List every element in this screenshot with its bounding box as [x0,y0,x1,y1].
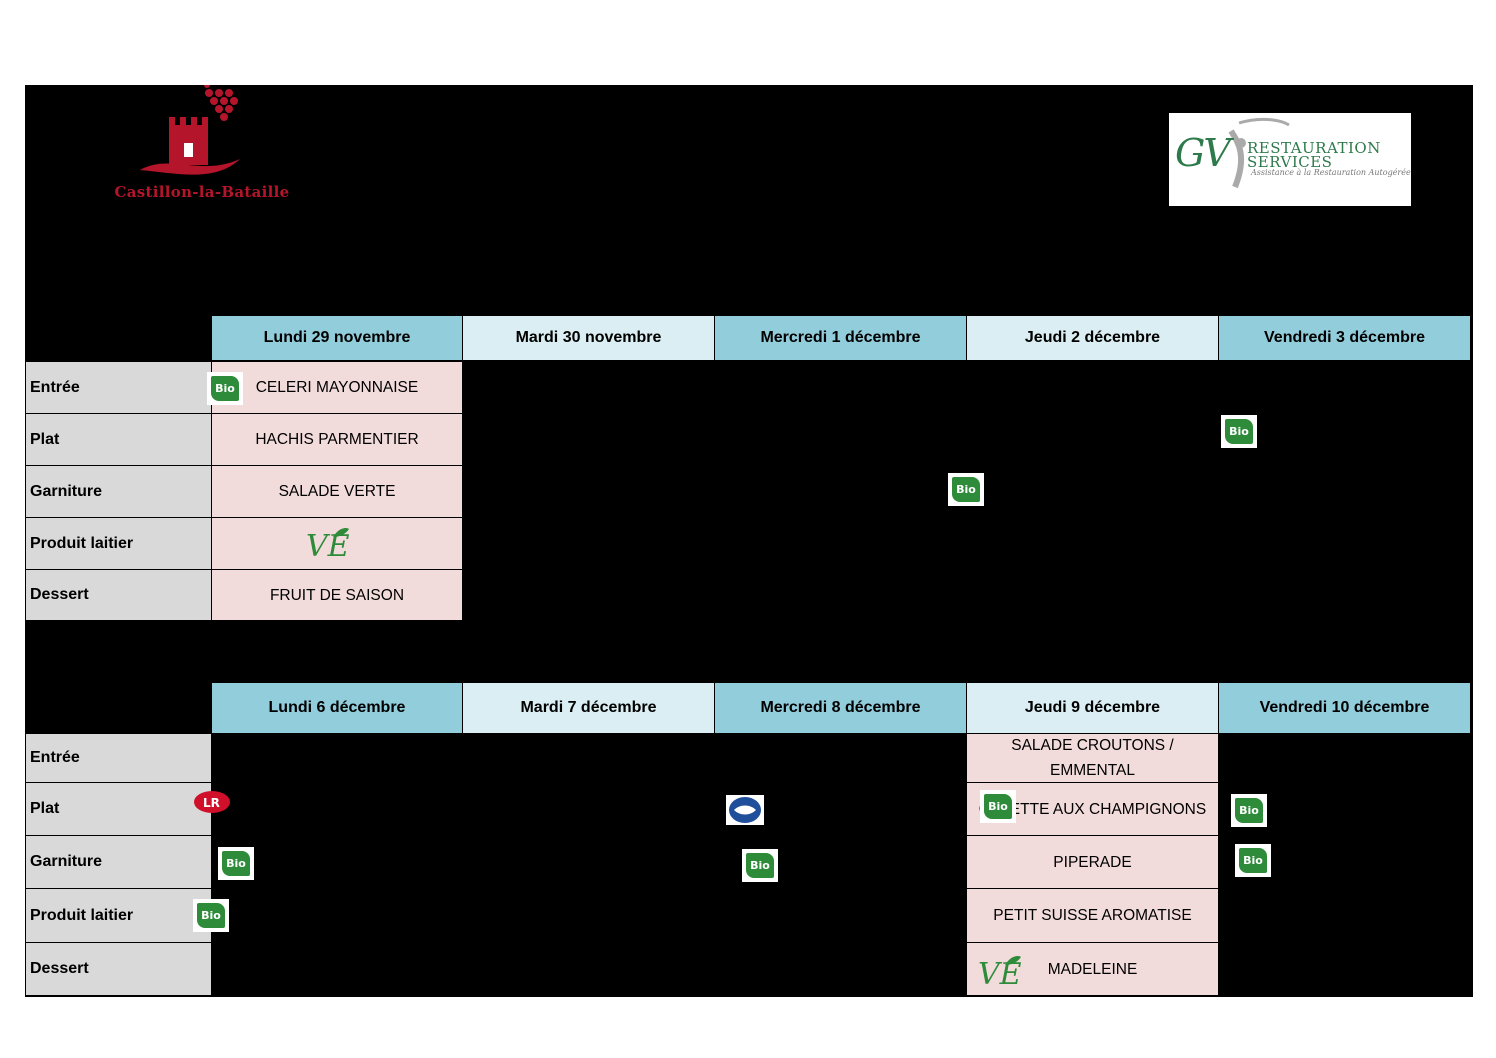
week1-row-label: Dessert [25,569,212,621]
castle-icon [140,85,240,175]
week1-day-header: Jeudi 2 décembre [966,315,1219,361]
bio-icon: Bio [207,372,243,405]
week1-row-label: Garniture [25,465,212,518]
vegetarian-icon: VE [305,525,351,564]
bio-label: Bio [1239,848,1267,873]
chef-figure-icon [1228,117,1290,189]
week2-row-label: Dessert [25,942,212,996]
week2-day-header: Lundi 6 décembre [211,682,463,734]
bio-label: Bio [1225,419,1253,444]
gv-restauration-logo: GV RESTAURATION SERVICES Assistance à la… [1169,113,1411,206]
bio-icon: Bio [218,847,254,880]
dish-cell: HACHIS PARMENTIER [211,413,463,466]
dish-cell: FRUIT DE SAISON [211,569,463,621]
caterer-line1: RESTAURATION [1247,139,1381,157]
menu-sheet: Castillon-la-Bataille GV RESTAURATION SE… [25,85,1473,997]
dish-cell: CELERI MAYONNAISE [211,361,463,414]
week2-day-header: Vendredi 10 décembre [1218,682,1471,734]
week1-day-header: Mercredi 1 décembre [714,315,967,361]
town-name: Castillon-la-Bataille [114,183,290,201]
bio-icon: Bio [1221,415,1257,448]
week1-day-header: Mardi 30 novembre [462,315,715,361]
week1-day-header: Lundi 29 novembre [211,315,463,361]
bio-label: Bio [746,853,774,878]
week2-row-label: Plat [25,782,212,836]
week2-row-label: Entrée [25,733,212,783]
week1-row-label: Plat [25,413,212,466]
bio-icon: Bio [980,790,1016,823]
bio-label: Bio [984,794,1012,819]
dish-cell: SALADE VERTE [211,465,463,518]
bio-label: Bio [222,851,250,876]
bio-label: Bio [197,903,225,928]
label-rouge-icon: LR [193,790,231,814]
dish-cell: PETIT SUISSE AROMATISE [966,888,1219,943]
bio-icon: Bio [1235,844,1271,877]
label-rouge-text: LR [203,796,220,810]
bio-label: Bio [211,376,239,401]
week1-row-label: Entrée [25,361,212,414]
bio-label: Bio [952,477,980,502]
vegetarian-icon: VE [977,953,1023,992]
bio-icon: Bio [948,473,984,506]
week1-row-label: Produit laitier [25,517,212,570]
bio-label: Bio [1235,798,1263,823]
dish-cell: MADELEINE [966,942,1219,996]
week1-day-header: Vendredi 3 décembre [1218,315,1471,361]
week2-day-header: Mercredi 8 décembre [714,682,967,734]
dish-cell: SALADE CROUTONS / EMMENTAL [966,733,1219,783]
bio-icon: Bio [1231,794,1267,827]
caterer-initials: GV [1175,131,1231,175]
bio-icon: Bio [742,849,778,882]
bio-icon: Bio [193,899,229,932]
castillon-logo: Castillon-la-Bataille [85,85,305,203]
week2-row-label: Garniture [25,835,212,889]
week2-row-label: Produit laitier [25,888,212,943]
dish-cell: PIPERADE [966,835,1219,889]
week2-day-header: Mardi 7 décembre [462,682,715,734]
caterer-tagline: Assistance à la Restauration Autogérée [1251,168,1411,177]
caterer-line2: SERVICES [1247,153,1333,171]
week2-day-header: Jeudi 9 décembre [966,682,1219,734]
peche-durable-icon [726,795,764,825]
